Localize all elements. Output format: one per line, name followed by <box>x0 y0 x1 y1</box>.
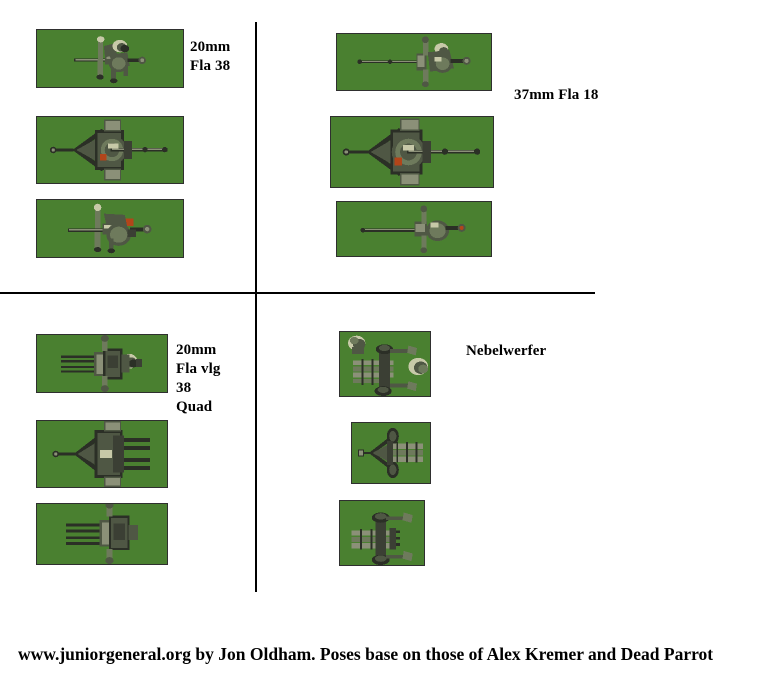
figure-panel-20mm-fla-38-pose-2 <box>36 116 184 184</box>
miniature-sprite-20mm-fla-38-pose-2 <box>49 119 168 181</box>
group-label-bottom-left: 20mm Fla vlg 38 Quad <box>176 342 221 415</box>
figure-panel-nebelwerfer-pose-3 <box>339 500 425 566</box>
miniature-sprite-20mm-fla-38-pose-3 <box>67 203 152 254</box>
figure-panel-20mm-quad-pose-2 <box>36 420 168 488</box>
miniature-sprite-20mm-quad-pose-3 <box>66 504 138 564</box>
figure-panel-37mm-fla-18-pose-3 <box>336 201 492 257</box>
miniature-sprite-20mm-fla-38-pose-1 <box>74 36 146 84</box>
miniature-sprite-20mm-quad-pose-2 <box>52 421 151 487</box>
figure-panel-20mm-fla-38-pose-3 <box>36 199 184 258</box>
vertical-divider-rule <box>255 22 257 592</box>
miniature-sprite-37mm-fla-18-pose-3 <box>360 205 466 254</box>
figure-panel-20mm-quad-pose-1 <box>36 334 168 393</box>
figure-panel-37mm-fla-18-pose-1 <box>336 33 492 91</box>
group-label-top-right: 37mm Fla 18 <box>514 87 599 103</box>
miniature-sprite-20mm-quad-pose-1 <box>60 335 142 392</box>
figure-panel-nebelwerfer-pose-1 <box>339 331 431 397</box>
figure-panel-20mm-fla-38-pose-1 <box>36 29 184 88</box>
figure-panel-20mm-quad-pose-3 <box>36 503 168 565</box>
miniature-sprite-nebelwerfer-pose-1 <box>348 335 429 396</box>
miniature-sprite-nebelwerfer-pose-3 <box>351 512 413 565</box>
figure-panel-nebelwerfer-pose-2 <box>351 422 431 484</box>
miniature-sprite-37mm-fla-18-pose-2 <box>342 118 481 186</box>
horizontal-divider-rule <box>0 292 595 294</box>
miniature-sprite-37mm-fla-18-pose-1 <box>357 36 471 88</box>
footer-credit-text: www.juniorgeneral.org by Jon Oldham. Pos… <box>18 644 714 664</box>
figure-panel-37mm-fla-18-pose-2 <box>330 116 494 188</box>
group-label-bottom-right: Nebelwerfer <box>466 343 547 359</box>
miniature-sprite-nebelwerfer-pose-2 <box>358 427 423 479</box>
group-label-top-left: 20mm Fla 38 <box>190 39 231 74</box>
